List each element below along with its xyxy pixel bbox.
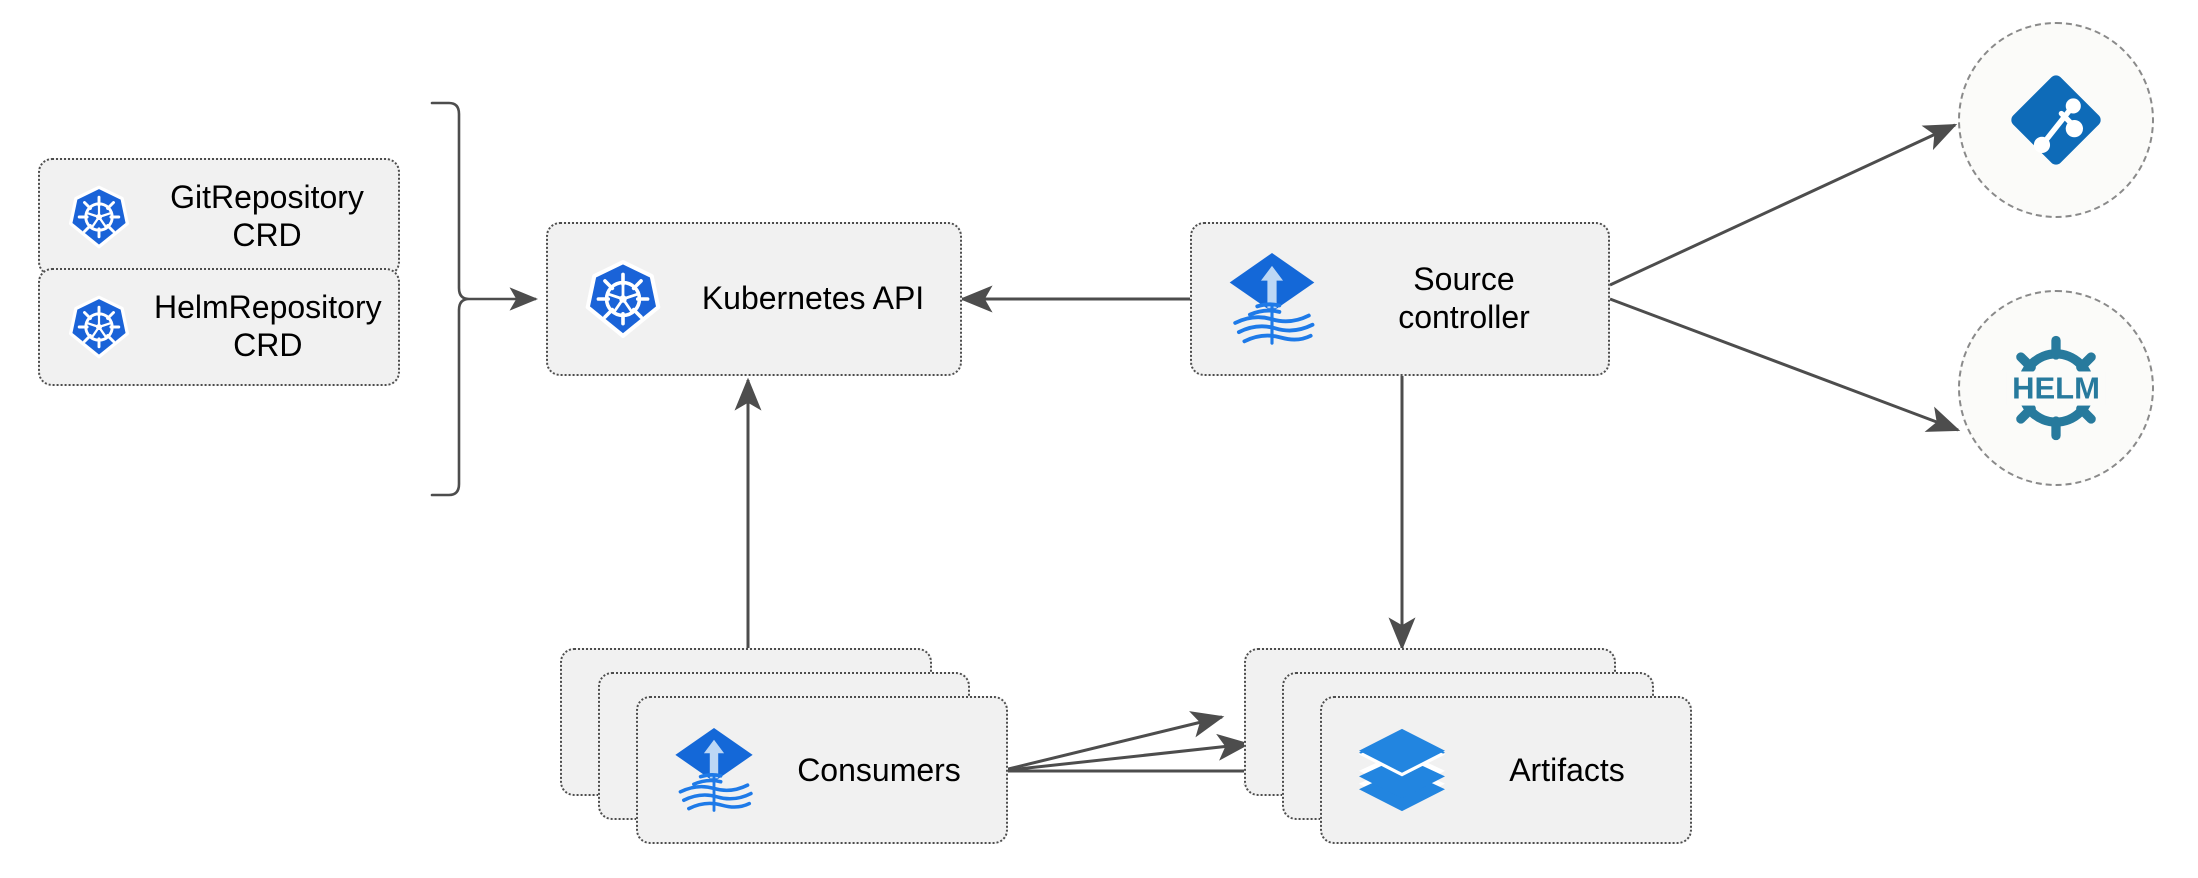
node-label: GitRepository CRD (170, 179, 364, 253)
edge-source-controller-to-git-provider (1609, 123, 1958, 287)
node-label: HelmRepository CRD (154, 289, 382, 363)
node-git-repository-crd[interactable]: GitRepository CRD (38, 158, 400, 276)
edge-consumers-to-artifacts-1 (999, 711, 1225, 773)
node-label: Kubernetes API (701, 280, 925, 317)
crd-bracket (430, 101, 539, 497)
artifacts-card-front[interactable]: Artifacts (1320, 696, 1692, 844)
kubernetes-icon (582, 258, 664, 340)
node-helm-provider[interactable]: HELM (1958, 290, 2154, 486)
git-icon (2002, 66, 2110, 174)
node-label: Source controller (1398, 261, 1530, 335)
edge-source-controller-to-helm-provider (1609, 297, 1961, 432)
consumers-card-front[interactable]: Consumers (636, 696, 1008, 844)
node-kubernetes-api[interactable]: Kubernetes API (546, 222, 962, 376)
kubernetes-icon (66, 184, 132, 250)
flux-icon (1226, 251, 1318, 347)
flux-icon (672, 726, 756, 814)
helm-wordmark: HELM (2012, 370, 2100, 405)
node-label: Artifacts (1509, 751, 1625, 788)
edge-consumers-to-artifacts-2 (999, 733, 1251, 773)
node-label: Consumers (797, 751, 961, 788)
kubernetes-icon (66, 294, 132, 360)
node-source-controller[interactable]: Source controller (1190, 222, 1610, 376)
node-helm-repository-crd[interactable]: HelmRepository CRD (38, 268, 400, 386)
helm-icon: HELM (1994, 326, 2118, 450)
node-artifacts-stack[interactable]: Artifacts (1244, 648, 1692, 844)
layers-icon (1356, 727, 1448, 813)
node-git-provider[interactable] (1958, 22, 2154, 218)
node-consumers-stack[interactable]: Consumers (560, 648, 1008, 844)
